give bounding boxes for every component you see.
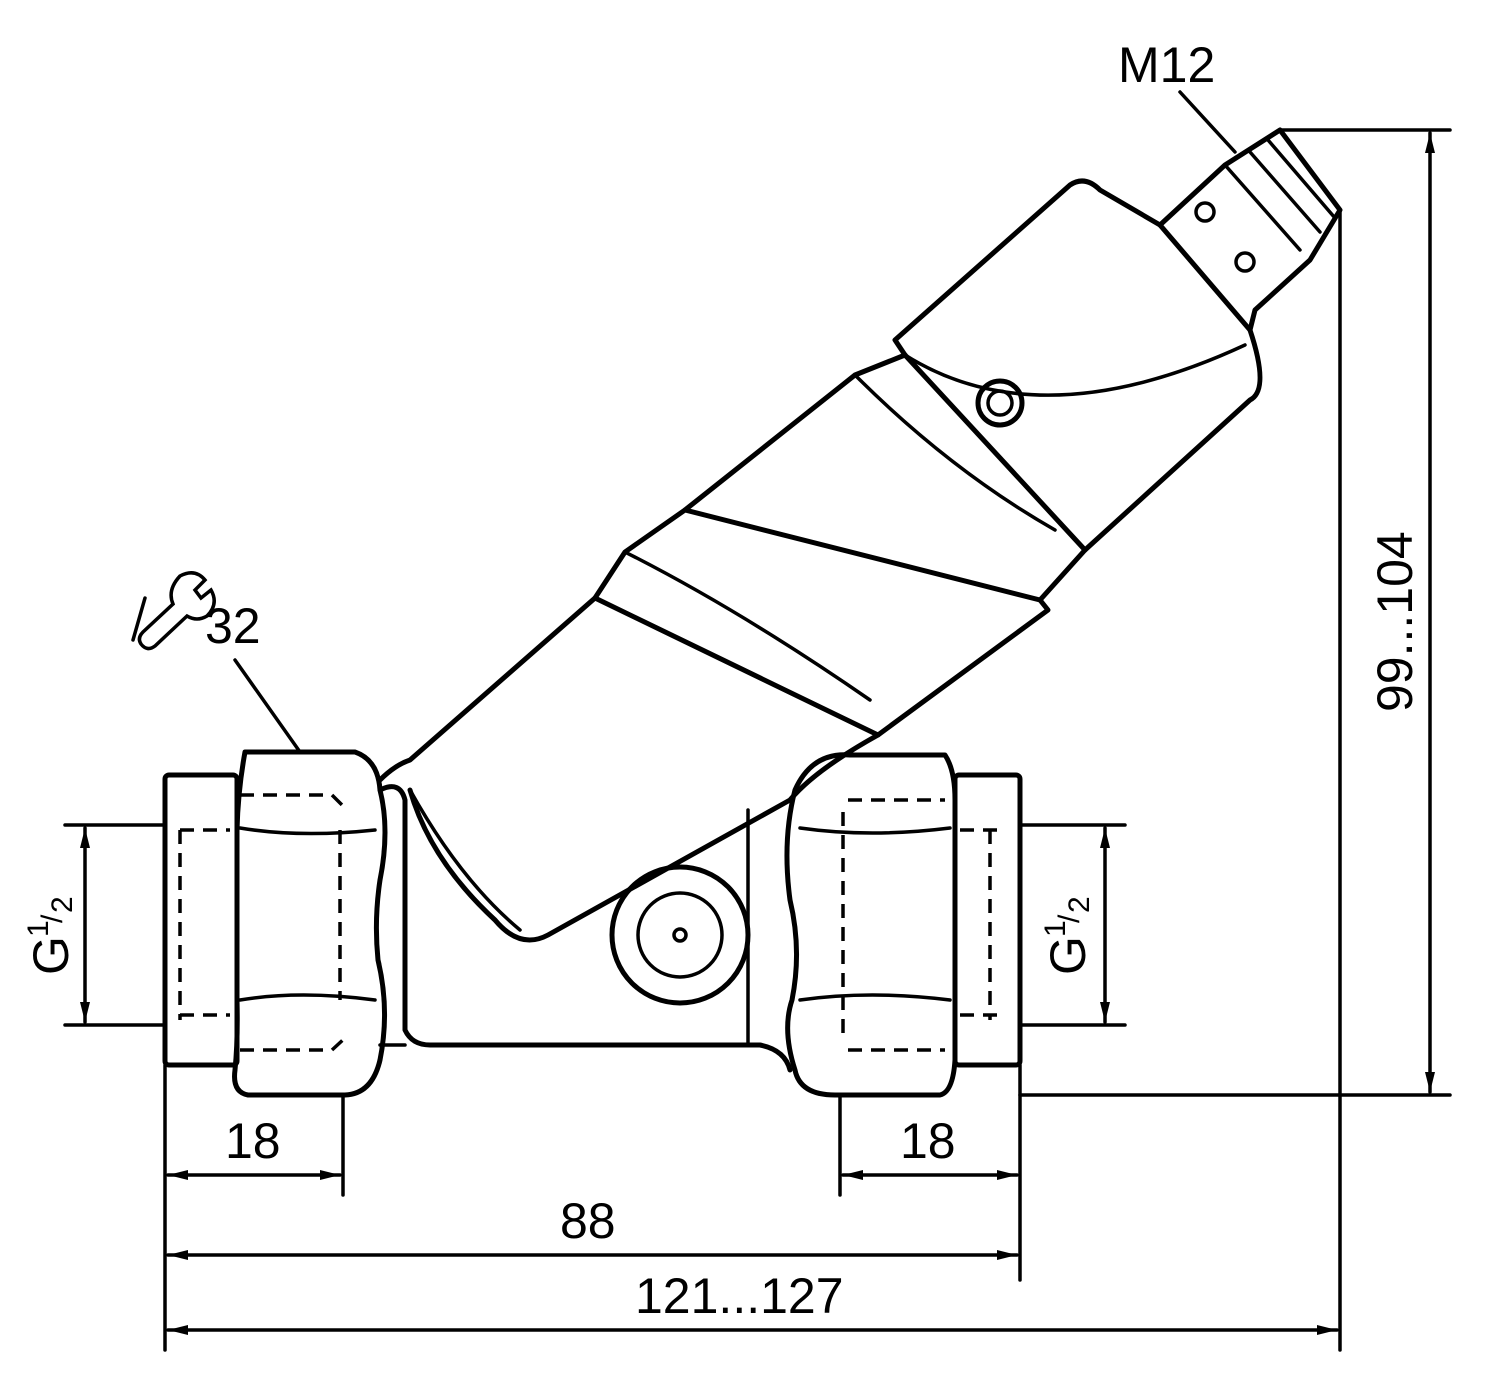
label-m12: M12 bbox=[1118, 37, 1215, 93]
right-hex-nut bbox=[784, 752, 958, 1098]
side-port-inner bbox=[636, 891, 724, 979]
label-thread-right-den: 2 bbox=[1063, 896, 1096, 913]
label-dim-right-18: 18 bbox=[900, 1113, 956, 1169]
label-thread-right: G bbox=[1040, 936, 1096, 975]
label-dim-left-18: 18 bbox=[225, 1113, 281, 1169]
right-end-cap bbox=[952, 772, 1023, 1068]
side-port-outer bbox=[609, 864, 751, 1006]
label-thread-left: G bbox=[23, 936, 79, 975]
label-wrench-size: 32 bbox=[205, 598, 261, 654]
label-thread-right-num: 1 bbox=[1039, 920, 1072, 937]
label-dim-88: 88 bbox=[560, 1193, 616, 1249]
sensor-housing bbox=[377, 127, 1343, 943]
label-thread-left-den: 2 bbox=[46, 896, 79, 913]
label-dim-121-127: 121...127 bbox=[635, 1268, 844, 1324]
dimensions bbox=[63, 90, 1452, 1352]
svg-text:/: / bbox=[1053, 914, 1086, 923]
wrench-icon bbox=[131, 571, 216, 651]
left-end-cap bbox=[162, 772, 240, 1068]
label-thread-left-num: 1 bbox=[22, 920, 55, 937]
side-port-center bbox=[672, 927, 688, 943]
left-hex-nut bbox=[232, 749, 388, 1098]
svg-text:/: / bbox=[36, 914, 69, 923]
set-screw bbox=[975, 378, 1025, 428]
label-dim-99-104: 99...104 bbox=[1367, 531, 1423, 712]
labels: M12 32 18 18 88 121...127 99...104 G 1 /… bbox=[22, 37, 1423, 1324]
valve-body bbox=[162, 749, 1023, 1098]
m12-connector bbox=[1157, 127, 1343, 333]
